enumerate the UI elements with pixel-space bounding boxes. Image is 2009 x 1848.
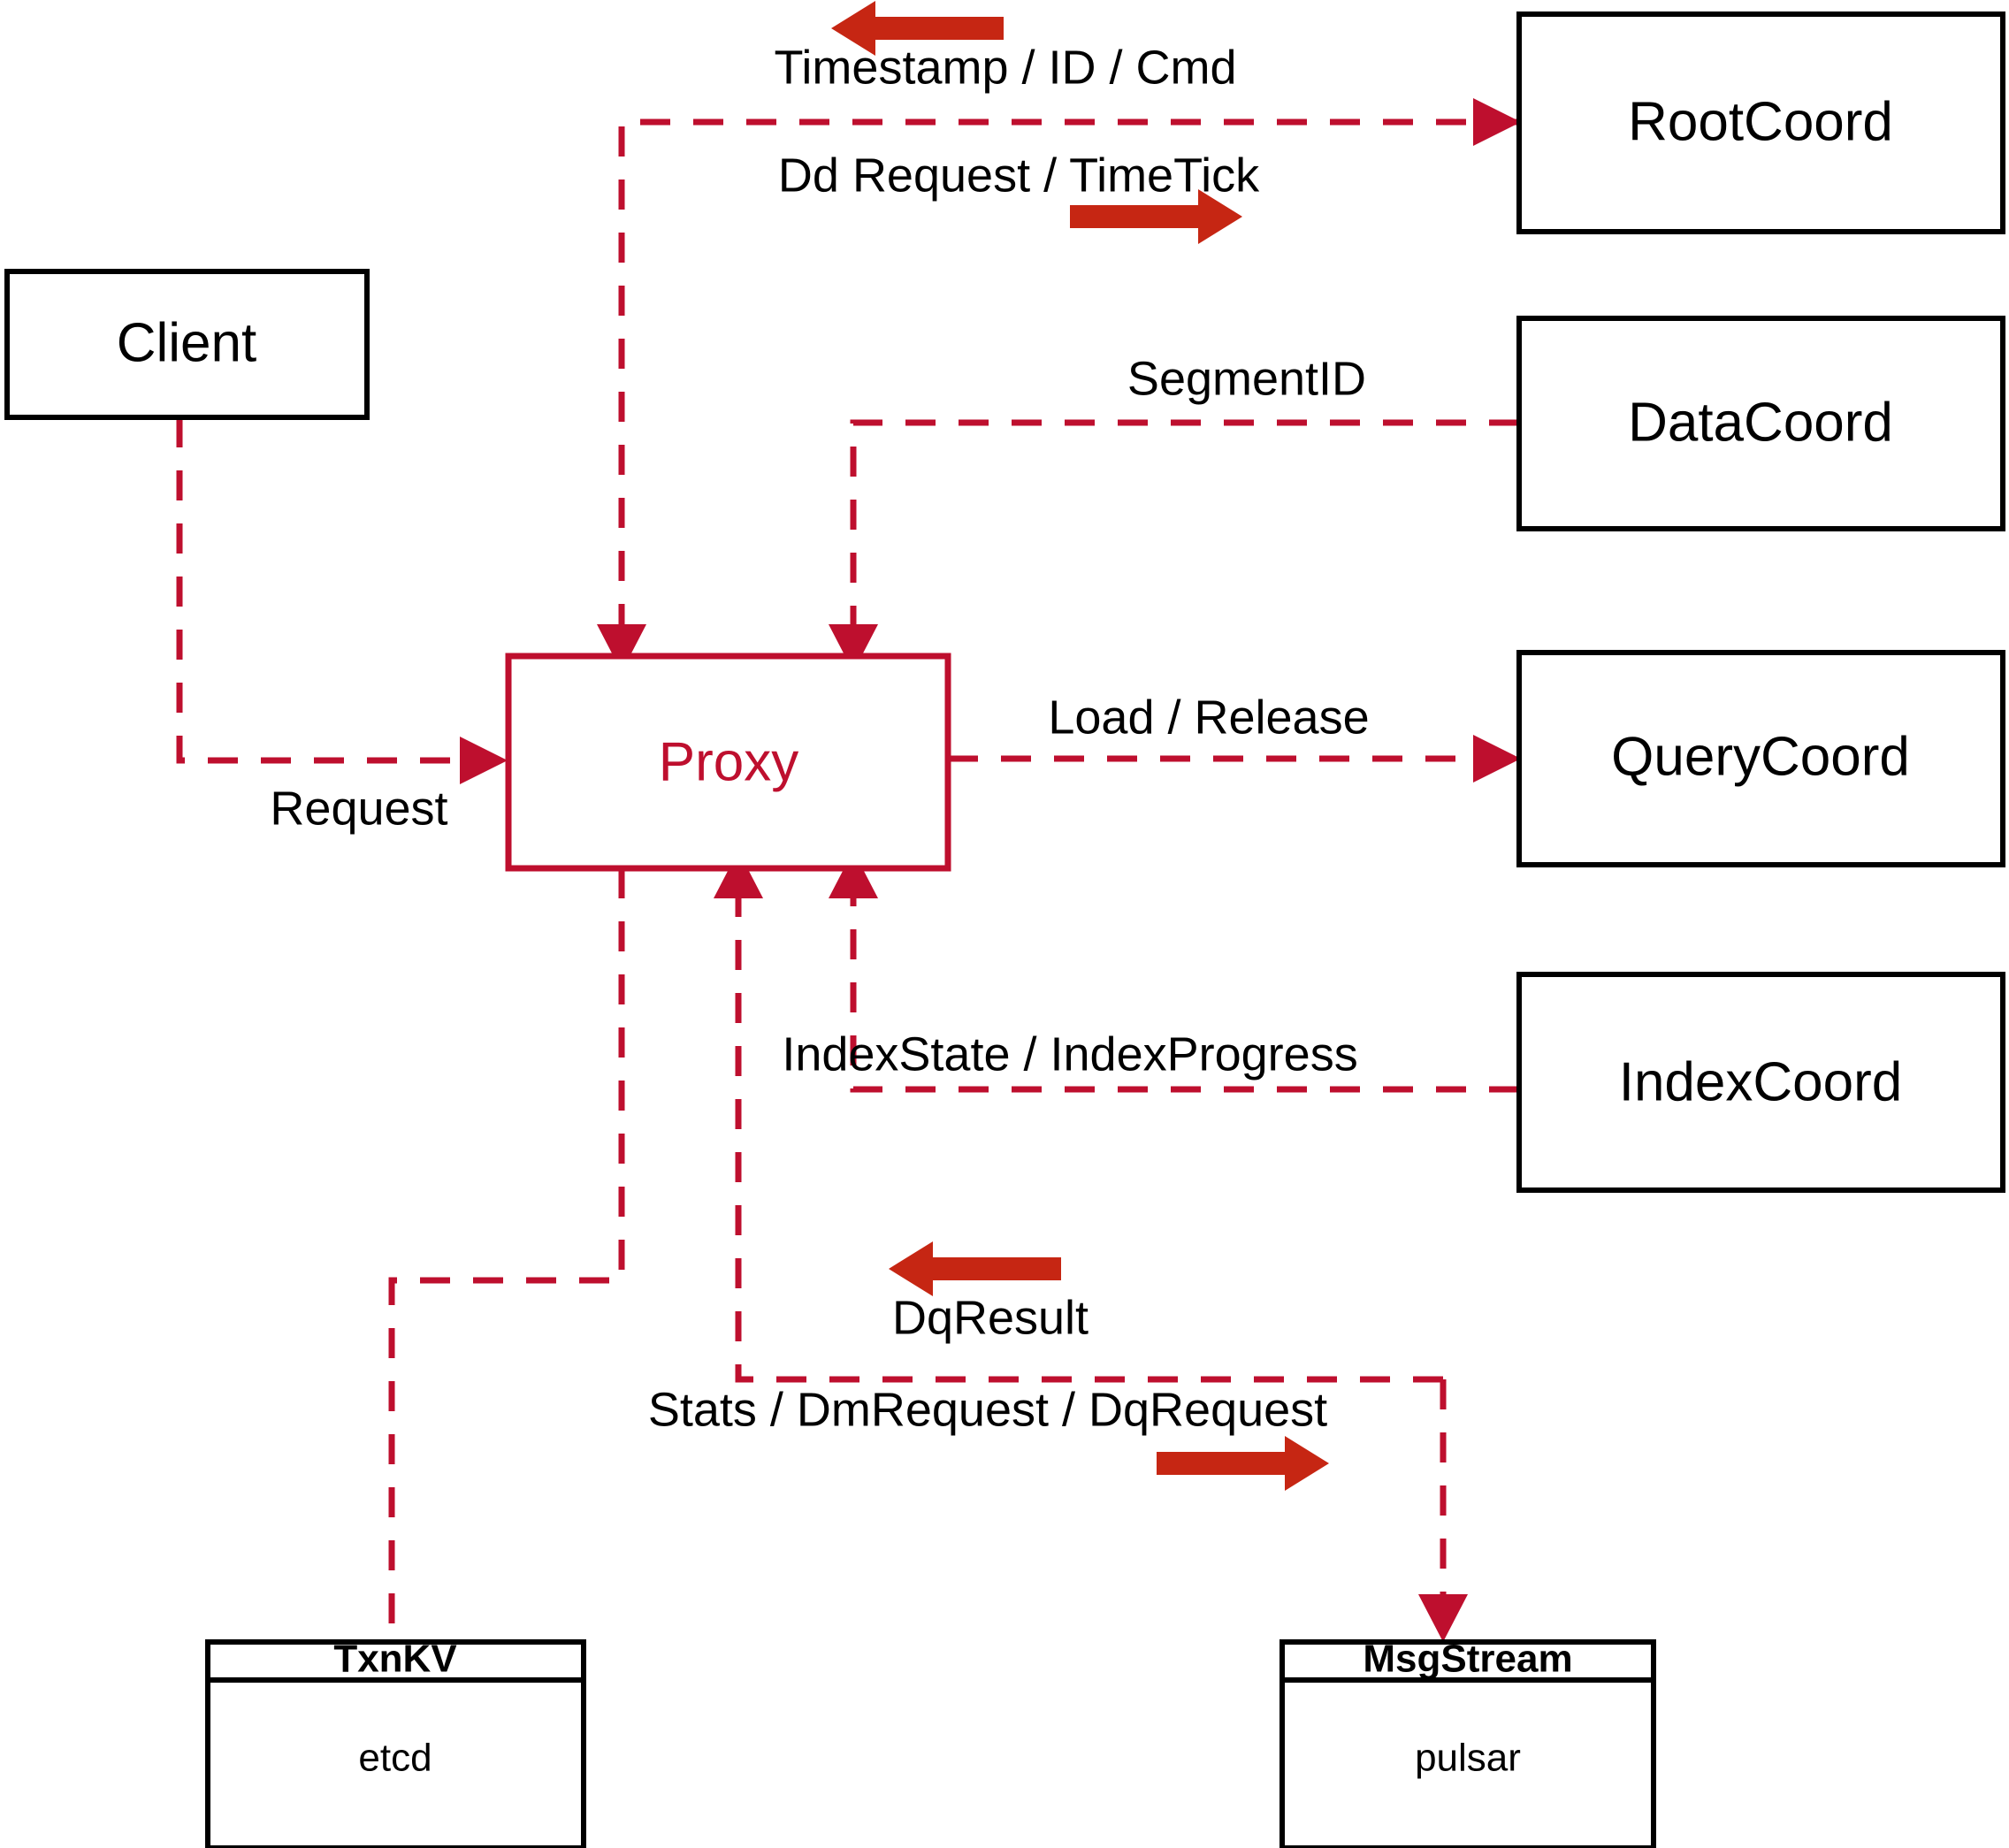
node-rootcoord-label: RootCoord: [1628, 91, 1893, 152]
arrowhead-right-proxy: [460, 737, 508, 784]
arrowhead-down-datacoord: [829, 624, 878, 672]
node-querycoord[interactable]: QueryCoord: [1516, 650, 2005, 867]
edge-label-timestamp-id-cmd: Timestamp / ID / Cmd: [774, 41, 1236, 94]
edge-msgstream-to-proxy: [714, 851, 1443, 1383]
edge-datacoord-to-proxy: [829, 419, 1519, 672]
edge-label-request: Request: [270, 782, 447, 835]
arrowhead-down-rootcoord: [597, 624, 646, 672]
node-datacoord-label: DataCoord: [1628, 392, 1893, 453]
legend-arrow-ddrequest-right: [1070, 189, 1242, 244]
legend-arrow-dqresult-left: [889, 1241, 1061, 1296]
node-indexcoord[interactable]: IndexCoord: [1516, 972, 2005, 1193]
arrowhead-right-rootcoord: [1473, 98, 1521, 146]
arrowhead-up-msgstream: [714, 851, 763, 898]
edge-proxy-to-msgstream: [1418, 1379, 1468, 1642]
edge-label-index-state-progress: IndexState / IndexProgress: [782, 1027, 1357, 1081]
edge-label-dd-request-timetick: Dd Request / TimeTick: [778, 149, 1260, 202]
node-proxy[interactable]: Proxy: [505, 653, 951, 872]
edge-label-segment-id: SegmentID: [1127, 352, 1366, 405]
edge-rootcoord-to-proxy: [597, 118, 1519, 672]
store-txnkv[interactable]: TxnKV etcd: [205, 1638, 586, 1848]
node-datacoord[interactable]: DataCoord: [1516, 316, 2005, 531]
node-client-label: Client: [117, 312, 257, 373]
node-querycoord-label: QueryCoord: [1611, 726, 1910, 787]
arrowhead-up-indexcoord: [829, 851, 878, 898]
edge-proxy-to-rootcoord: [1473, 98, 1521, 146]
store-txnkv-title: TxnKV: [333, 1638, 457, 1681]
arrowhead-right-querycoord: [1473, 735, 1521, 783]
store-msgstream[interactable]: MsgStream pulsar: [1279, 1638, 1656, 1848]
node-rootcoord[interactable]: RootCoord: [1516, 11, 2005, 234]
edge-proxy-to-querycoord: [948, 735, 1521, 783]
edge-indexcoord-to-proxy: [829, 851, 1519, 1093]
store-msgstream-title: MsgStream: [1363, 1638, 1572, 1681]
store-msgstream-body: pulsar: [1415, 1737, 1521, 1780]
edge-proxy-to-txnkv: [388, 868, 625, 1642]
legend-arrow-stats-right: [1157, 1436, 1329, 1491]
edge-label-dq-result: DqResult: [892, 1291, 1089, 1344]
node-client[interactable]: Client: [4, 269, 370, 420]
store-txnkv-body: etcd: [358, 1737, 432, 1780]
node-proxy-label: Proxy: [659, 731, 798, 792]
edge-label-load-release: Load / Release: [1048, 691, 1369, 744]
legend-arrow-timestamp-left: [831, 1, 1004, 56]
edge-label-stats-dm-dq-request: Stats / DmRequest / DqRequest: [648, 1383, 1327, 1436]
node-indexcoord-label: IndexCoord: [1619, 1051, 1903, 1112]
edge-client-to-proxy: [176, 417, 508, 784]
arrowhead-down-msgstream: [1418, 1594, 1468, 1642]
